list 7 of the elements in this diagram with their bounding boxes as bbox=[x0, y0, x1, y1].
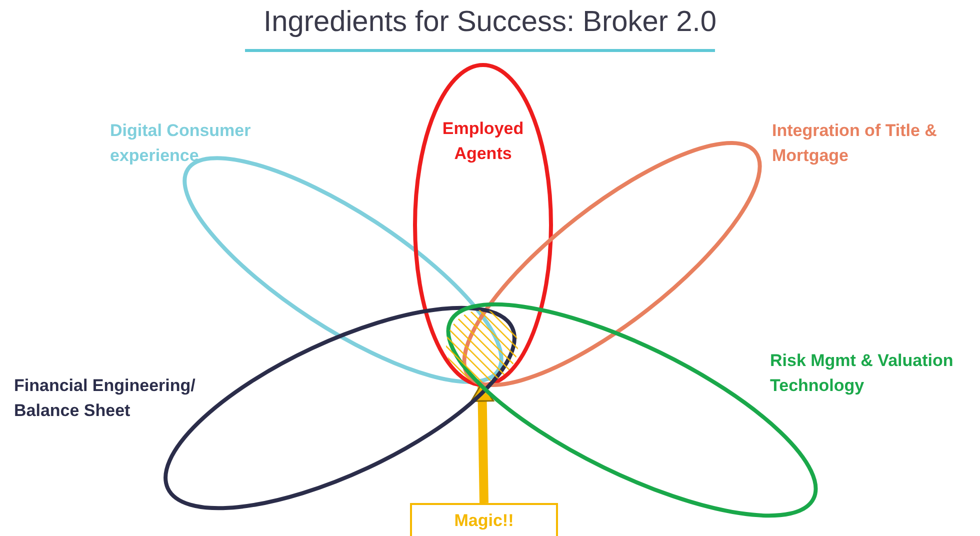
category-label: Financial Engineering/ Balance Sheet bbox=[14, 375, 196, 422]
category-label: Risk Mgmt & Valuation Technology bbox=[770, 350, 954, 397]
category-label: Digital Consumer experience bbox=[110, 120, 252, 167]
category-label: Employed Agents bbox=[441, 118, 525, 165]
label-box: Magic!! bbox=[410, 503, 558, 536]
category-label: Integration of Title & Mortgage bbox=[772, 120, 938, 167]
title: Ingredients for Success: Broker 2.0 bbox=[262, 6, 718, 39]
